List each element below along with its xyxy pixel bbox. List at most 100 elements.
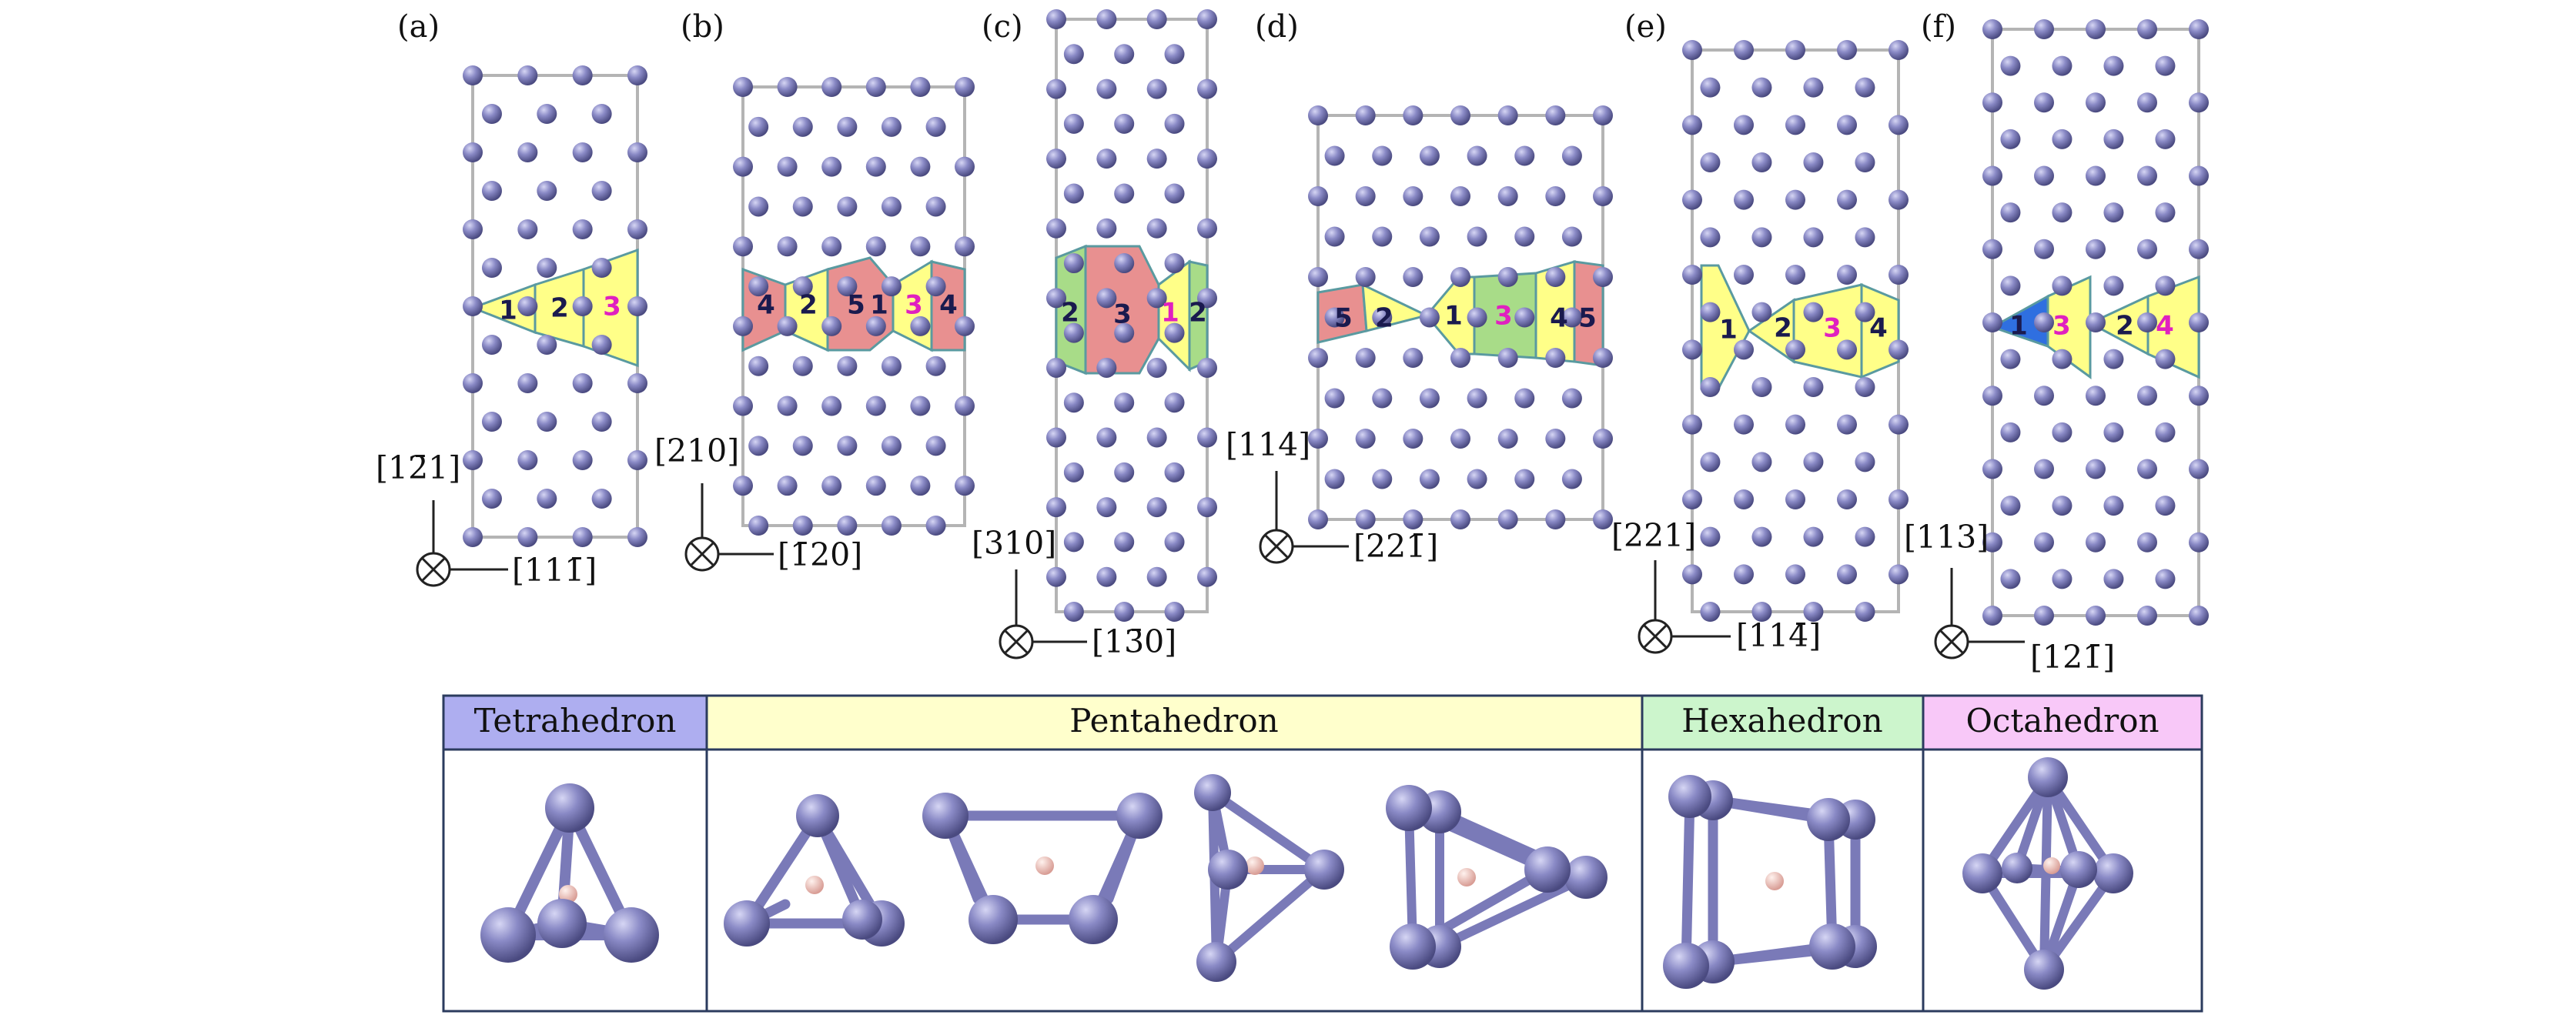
lattice-atom [572,527,593,547]
lattice-atom [1545,267,1566,287]
lattice-atom [1146,149,1167,169]
polyhedra [1316,259,1604,367]
horizontal-direction-label: [221̄] [1353,528,1438,565]
metal-atom [2028,757,2068,797]
lattice-atom [1734,265,1754,285]
lattice-atom [1889,189,1909,210]
lattice-atom [1682,265,1702,285]
lattice-atom [1803,602,1824,622]
lattice-atom [1308,348,1328,368]
metal-atom [969,895,1018,944]
lattice-atom [1467,469,1487,489]
lattice-atom [591,181,612,201]
lattice-atom [1046,9,1066,29]
lattice-atom [748,516,769,536]
lattice-atom [2086,312,2106,332]
polyhedron-number: 3 [1494,301,1513,332]
lattice-atom [463,527,483,547]
lattice-atom [1419,388,1440,409]
lattice-atom [1545,348,1566,368]
lattice-atom [2000,349,2021,369]
lattice-atom [955,77,975,97]
lattice-atom [1889,265,1909,285]
lattice-atom [1146,427,1167,448]
lattice-atom [2000,275,2021,296]
lattice-atom [2137,239,2157,259]
lattice-atom [1751,152,1772,172]
metal-atom [922,793,969,839]
lattice-atom [2189,532,2209,553]
lattice-atom [1593,267,1613,287]
lattice-atom [1403,348,1423,368]
lattice-atom [1889,414,1909,435]
lattice-atom [910,236,931,257]
into-page-axis-icon [684,536,720,572]
lattice-atom [1561,469,1582,489]
lattice-atom [1561,226,1582,247]
lattice-atom [1751,452,1772,472]
lattice-atom [2052,422,2073,442]
axes-indicator: [114] [221̄] [1226,426,1438,565]
polyhedron-number: 2 [1061,298,1079,329]
lattice-atom [2000,422,2021,442]
lattice-atom [1682,189,1702,210]
lattice-atom [572,219,593,239]
vertical-direction-label: [221] [1611,517,1696,554]
lattice-atom [463,65,483,85]
lattice-atom [1419,469,1440,489]
polyhedron-number: 1 [870,290,888,321]
atoms-f [1982,19,2209,626]
lattice-atom [1545,186,1566,206]
into-page-axis-icon [1638,619,1673,654]
lattice-atom [1114,392,1135,413]
lattice-atom [1372,145,1393,166]
lattice-atom [1682,564,1702,585]
metal-atom [796,794,839,837]
metal-atom [1807,798,1850,841]
lattice-atom [1403,267,1423,287]
metal-atom [604,907,659,963]
lattice-atom [910,396,931,416]
lattice-atom [865,476,886,496]
vertical-direction-label: [210] [654,432,739,469]
metal-atom [1962,853,2002,893]
lattice-atom [1889,40,1909,60]
vertical-direction-label: [310] [972,525,1056,562]
lattice-atom [1889,489,1909,509]
lattice-atom [1164,392,1185,413]
lattice-atom [1497,429,1518,449]
lattice-atom [2052,55,2073,76]
lattice-atom [1734,115,1754,135]
lattice-atom [537,258,557,278]
lattice-atom [1700,602,1721,622]
lattice-atom [2137,19,2157,39]
lattice-atom [1682,489,1702,509]
lattice-atom [1450,348,1470,368]
lattice-atom [865,236,886,257]
polyhedron-number: 1 [1719,315,1738,346]
lattice-atom [2052,349,2073,369]
vertical-direction-label: [12̄1] [376,449,460,486]
lattice-atom [2000,129,2021,149]
lattice-atom [481,181,502,201]
lattice-atom [2000,55,2021,76]
lattice-atom [2103,422,2124,442]
metal-atom [1208,850,1248,890]
axes-indicator: [113] [121̄] [1904,519,2115,676]
lattice-atom [1855,377,1875,397]
lattice-atom [2086,606,2106,626]
metal-atom [1116,793,1163,839]
hydrogen-atom [1457,868,1476,886]
lattice-atom [1355,105,1376,125]
lattice-atom [837,436,858,456]
lattice-atom [572,142,593,162]
lattice-atom [1561,307,1582,328]
lattice-atom [481,335,502,355]
lattice-atom [1467,226,1487,247]
lattice-atom [1700,526,1721,547]
vertical-direction-label: [114] [1226,426,1310,463]
lattice-atom [627,65,647,85]
lattice-atom [865,396,886,416]
lattice-atom [2052,496,2073,516]
lattice-atom [821,236,842,257]
